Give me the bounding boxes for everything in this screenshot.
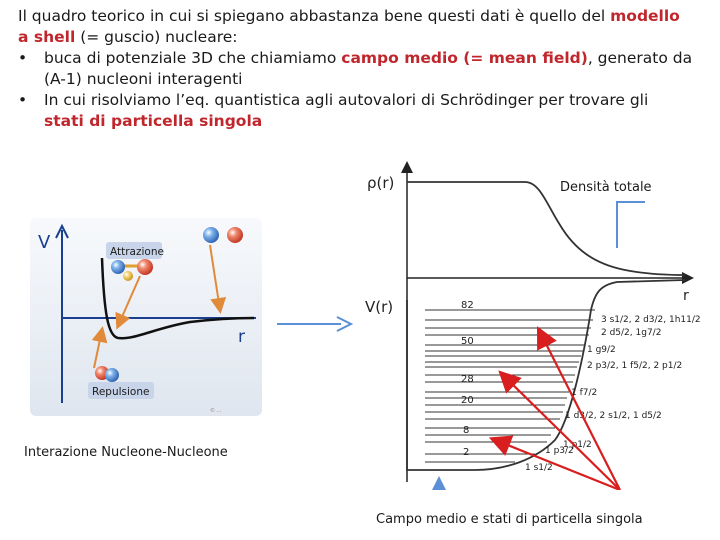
bullet-1: • buca di potenziale 3D che chiamiamo ca…	[18, 48, 708, 90]
nucleon-ball	[123, 271, 133, 281]
bullet1-continuation: (A-1) nucleoni interagenti	[44, 70, 243, 88]
axis-v-label: V	[38, 232, 51, 253]
nucleon-ball	[111, 260, 125, 274]
bullet-2: • In cui risolviamo l’eq. quantistica ag…	[18, 90, 708, 132]
magic-number: 28	[461, 374, 474, 385]
level-label: 1 p1/2	[563, 440, 592, 450]
modello-highlight: modello	[610, 7, 680, 25]
mean-field-figure: ρ(r) r Densità totale V(r) 82 50 28	[365, 161, 700, 490]
level-label: 1 s1/2	[525, 463, 553, 473]
nucleon-ball	[105, 368, 119, 382]
magic-number: 82	[461, 300, 474, 311]
density-axis-label: ρ(r)	[367, 174, 394, 192]
intro-line1-text: Il quadro teorico in cui si spiegano abb…	[18, 7, 611, 25]
intro-line-1: Il quadro teorico in cui si spiegano abb…	[18, 6, 708, 27]
figure-credit: © ...	[210, 407, 222, 414]
level-label: 2 d5/2, 1g7/2	[601, 328, 661, 338]
transition-arrow	[277, 316, 354, 332]
bullet1-pre: buca di potenziale 3D che chiamiamo	[44, 49, 342, 67]
intro-line-2: a shell (= guscio) nucleare:	[18, 27, 708, 48]
level-label: 1 p3/2	[545, 446, 574, 456]
intro-line2-text: (= guscio) nucleare:	[75, 28, 238, 46]
intro-text: Il quadro teorico in cui si spiegano abb…	[18, 6, 708, 132]
nucleon-ball	[203, 227, 219, 243]
attrazione-label: Attrazione	[110, 246, 164, 258]
magic-number: 50	[461, 336, 474, 347]
level-label: 1 f7/2	[571, 388, 597, 398]
potential-axis-label: V(r)	[365, 298, 393, 316]
density-legend: Densità totale	[560, 180, 652, 195]
nucleon-ball	[227, 227, 243, 243]
particella-singola-highlight: stati di particella singola	[44, 112, 263, 130]
level-label: 2 p3/2, 1 f5/2, 2 p1/2	[587, 361, 682, 371]
nn-interaction-figure: V r Attrazione Repulsione © ...	[30, 218, 262, 416]
nn-interaction-caption: Interazione Nucleone-Nucleone	[24, 445, 228, 460]
campo-medio-highlight: campo medio (= mean field)	[341, 49, 588, 67]
axis-r-label: r	[238, 327, 245, 347]
r-axis-label: r	[683, 288, 689, 304]
bullet-symbol: •	[18, 49, 28, 67]
mean-field-caption: Campo medio e stati di particella singol…	[376, 512, 643, 527]
bullet-symbol: •	[18, 91, 28, 109]
nucleon-ball	[137, 259, 153, 275]
shell-highlight: a shell	[18, 28, 76, 46]
level-label: 3 s1/2, 2 d3/2, 1h11/2	[601, 315, 700, 325]
bullet2-text: In cui risolviamo l’eq. quantistica agli…	[44, 91, 649, 109]
level-label: 1 g9/2	[587, 345, 616, 355]
magic-number: 20	[461, 395, 474, 406]
magic-number: 8	[463, 425, 469, 436]
magic-number: 2	[463, 447, 469, 458]
bullet1-post: , generato da	[587, 49, 693, 67]
repulsione-label: Repulsione	[92, 386, 149, 398]
level-label: 1 d3/2, 2 s1/2, 1 d5/2	[565, 411, 662, 421]
